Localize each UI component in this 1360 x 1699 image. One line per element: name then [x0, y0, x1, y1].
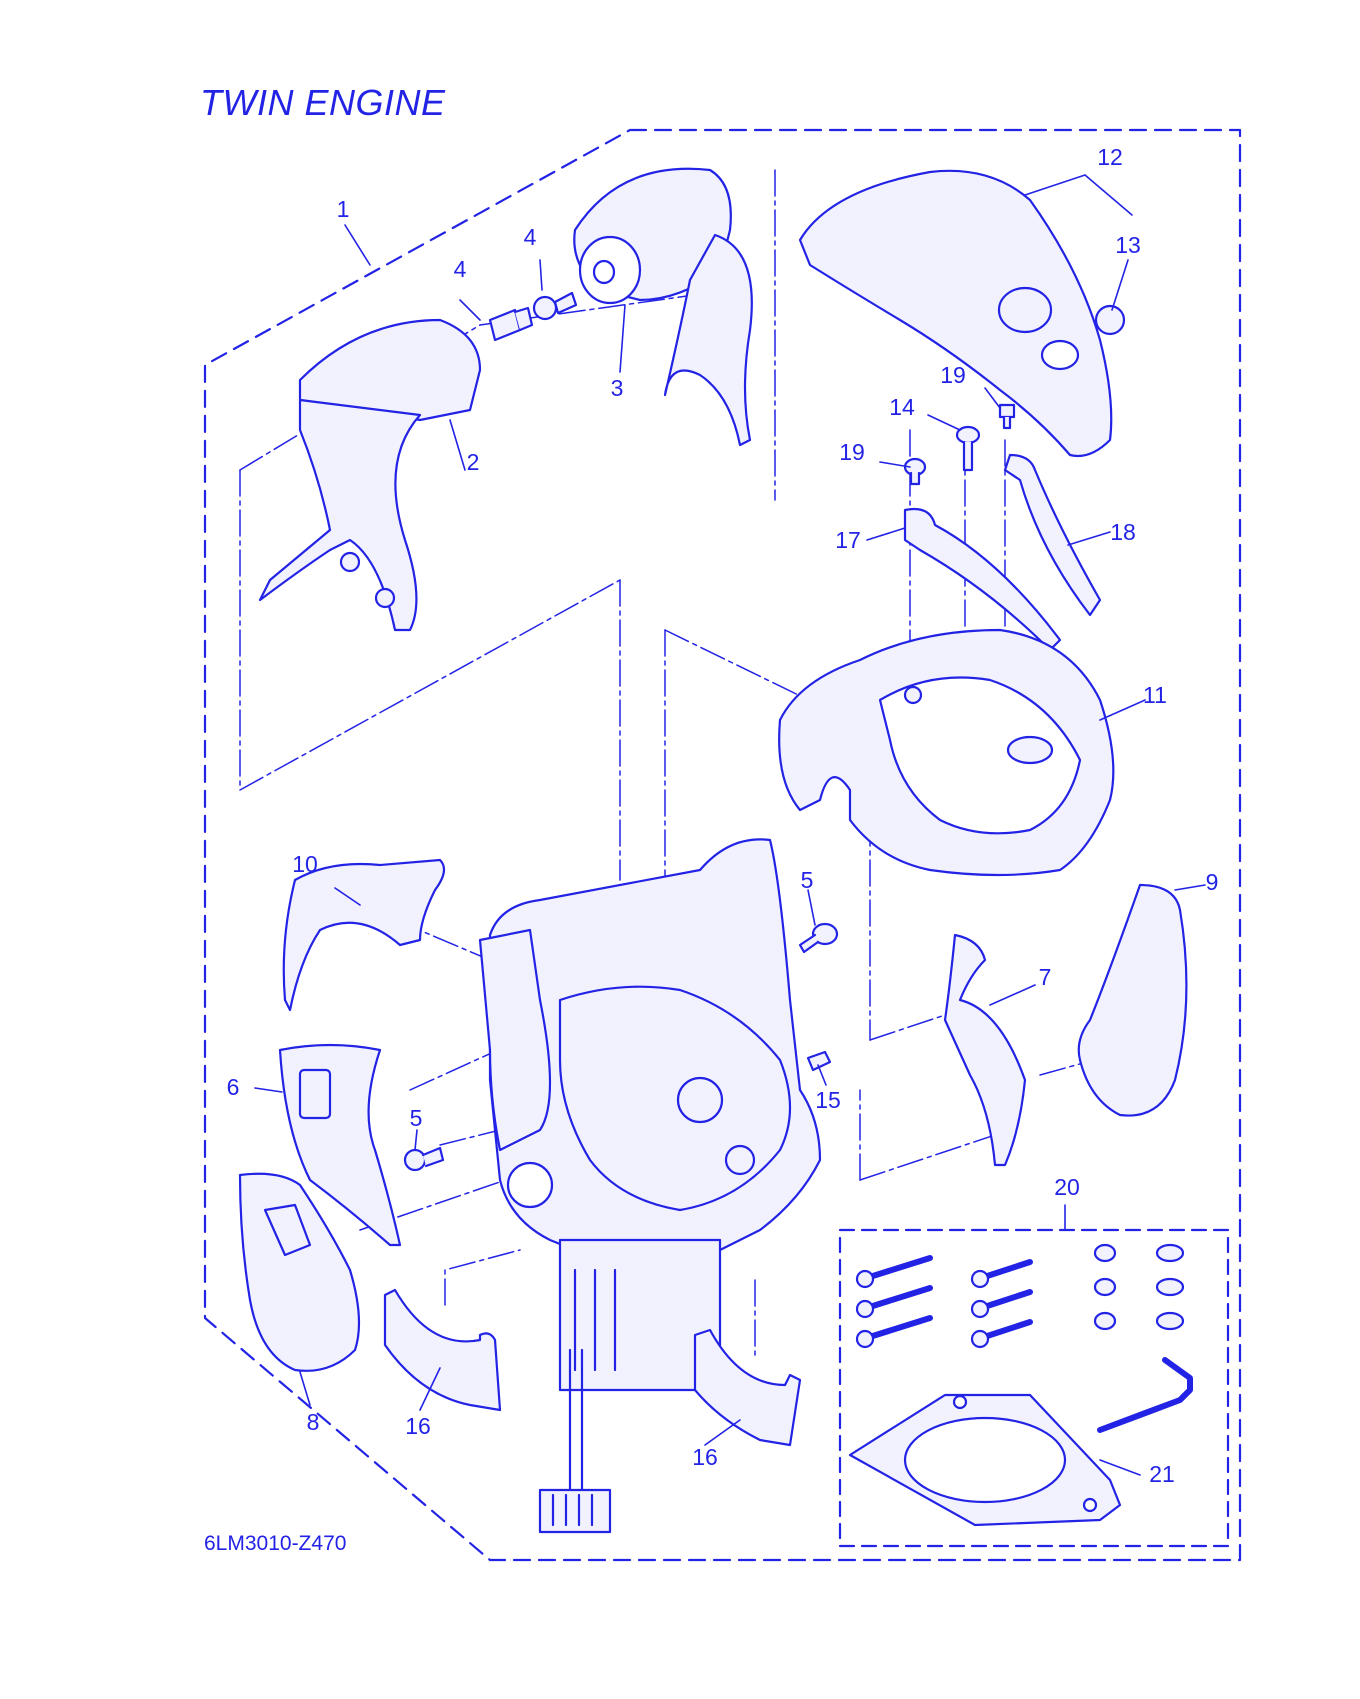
- kit-20-washers: [1155, 1243, 1185, 1331]
- part-6-cover: [278, 1043, 402, 1247]
- part-9-cover: [1077, 883, 1188, 1117]
- callout-17: 17: [835, 527, 861, 553]
- callout-10: 10: [292, 851, 318, 877]
- callout-16a: 16: [405, 1413, 431, 1439]
- part-15-clip: [806, 1050, 832, 1072]
- callout-19a: 19: [940, 362, 966, 388]
- callout-5b: 5: [410, 1105, 423, 1131]
- callout-19b: 19: [839, 439, 865, 465]
- callout-4b: 4: [524, 224, 537, 250]
- part-16-bracket-right: [693, 1328, 802, 1447]
- kit-20-nuts: [1093, 1243, 1117, 1331]
- part-4-screw-left: [488, 306, 534, 342]
- callout-12: 12: [1097, 144, 1123, 170]
- part-12-knob: [997, 286, 1053, 334]
- part-16-bracket-left: [383, 1288, 502, 1412]
- part-3-lever-arm: [663, 233, 753, 447]
- part-7-cover: [943, 933, 1027, 1167]
- callout-2: 2: [467, 449, 480, 475]
- callout-4a: 4: [454, 256, 467, 282]
- control-body: [478, 838, 822, 1392]
- part-10-cover: [282, 858, 446, 1012]
- callout-18: 18: [1110, 519, 1136, 545]
- callout-13: 13: [1115, 232, 1141, 258]
- callout-8: 8: [307, 1409, 320, 1435]
- part-18-strip: [1003, 453, 1102, 617]
- kit-20-hex-key: [1097, 1357, 1193, 1433]
- part-4-screw-right: [532, 291, 578, 321]
- callout-6: 6: [227, 1074, 240, 1100]
- part-21-gasket: [848, 1393, 1122, 1527]
- part-callouts: 1 2 3 4 4 5 5 6 7 8 9 10 11 12 13 14 15 …: [227, 144, 1219, 1487]
- callout-14: 14: [889, 394, 915, 420]
- part-19-screw-right: [998, 403, 1016, 430]
- kit-20-screws: [855, 1255, 1033, 1349]
- callout-20: 20: [1054, 1174, 1080, 1200]
- part-2-lever-assembly: [258, 318, 482, 632]
- part-13-cap: [1094, 304, 1126, 336]
- drawing-code: 6LM3010-Z470: [204, 1532, 347, 1555]
- wire-harness: [538, 1348, 612, 1534]
- callout-5a: 5: [801, 867, 814, 893]
- part-3-lever-grip: [573, 167, 732, 305]
- callout-16b: 16: [692, 1444, 718, 1470]
- leader-lines: [254, 174, 1206, 1476]
- callout-9: 9: [1206, 869, 1219, 895]
- part-19-screw-left: [903, 457, 927, 486]
- part-12-hole: [1040, 339, 1080, 371]
- part-17-strip: [903, 507, 1062, 652]
- part-5-screw-lower: [403, 1146, 445, 1172]
- diagram-title: TWIN ENGINE: [200, 82, 446, 123]
- part-5-screw-upper: [798, 922, 839, 954]
- callout-1: 1: [337, 196, 350, 222]
- part-12-top-cover: [798, 169, 1113, 458]
- part-8-cover: [238, 1172, 361, 1372]
- assembly-boundary-dashed: [203, 128, 1242, 1562]
- callout-3: 3: [611, 375, 624, 401]
- part-11-top-housing: [778, 628, 1115, 877]
- callout-7: 7: [1039, 964, 1052, 990]
- callout-21: 21: [1149, 1461, 1175, 1487]
- part-14-screw: [955, 425, 981, 472]
- callout-15: 15: [815, 1087, 841, 1113]
- callout-11: 11: [1143, 682, 1167, 708]
